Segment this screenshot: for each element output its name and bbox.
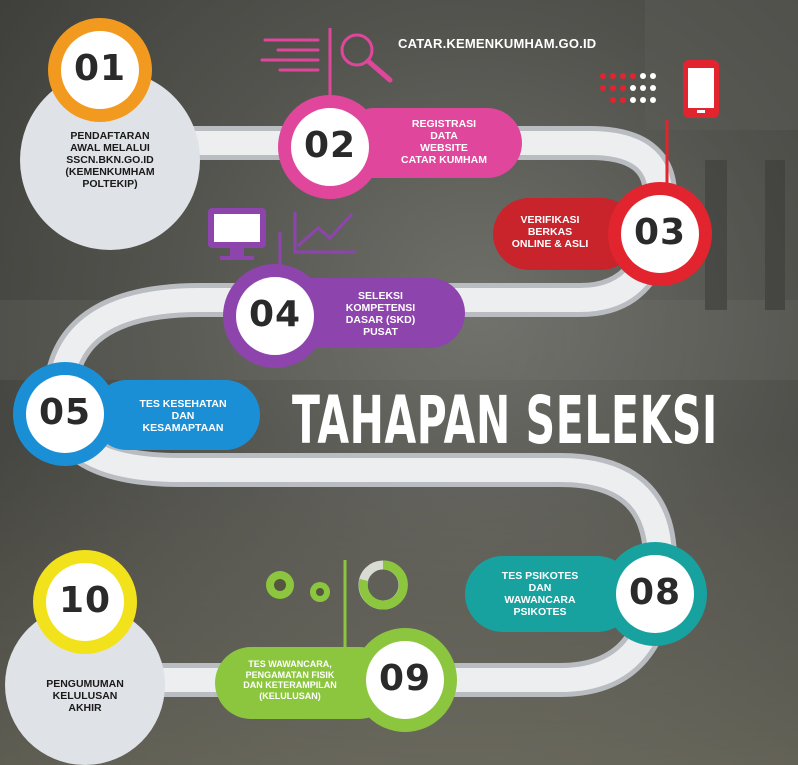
magnifier-icon — [340, 33, 393, 83]
step-number-02: 02 — [303, 125, 357, 166]
step-number-05: 05 — [38, 392, 92, 433]
pill-05 — [92, 380, 260, 450]
gears-icon — [266, 571, 330, 602]
step-label-09: TES WAWANCARA, PENGAMATAN FISIK DAN KETE… — [243, 659, 337, 701]
step-number-03: 03 — [633, 212, 687, 253]
step-label-01: PENDAFTARAN AWAL MELALUI SSCN.BKN.GO.ID … — [65, 130, 155, 190]
step-label-02: REGISTRASI DATA WEBSITE CATAR KUMHAM — [401, 118, 487, 166]
pill-02 — [340, 108, 522, 178]
step-label-04: SELEKSI KOMPETENSI DASAR (SKD) PUSAT — [345, 290, 416, 338]
step-number-10: 10 — [58, 580, 112, 621]
dots-icon — [600, 73, 656, 103]
step-number-04: 04 — [248, 294, 302, 335]
step-label-08: TES PSIKOTES DAN WAWANCARA PSIKOTES — [501, 570, 579, 618]
step-label-05: TES KESEHATAN DAN KESAMAPTAAN — [139, 398, 227, 434]
chart-icon — [293, 212, 356, 254]
phone-icon — [683, 60, 719, 118]
pill-08 — [465, 556, 635, 632]
progress-ring-icon — [358, 560, 408, 610]
disc-10 — [5, 605, 165, 765]
pill-03 — [493, 198, 637, 270]
pill-09 — [215, 647, 395, 719]
website-url: CATAR.KEMENKUMHAM.GO.ID — [398, 36, 597, 51]
step-label-10: PENGUMUMAN KELULUSAN AKHIR — [46, 678, 124, 714]
badges — [13, 18, 712, 732]
page-title: TAHAPAN SELEKSI — [292, 382, 718, 459]
step-label-03: VERIFIKASI BERKAS ONLINE & ASLI — [511, 214, 589, 250]
step-number-01: 01 — [73, 48, 127, 89]
step-number-09: 09 — [378, 658, 432, 699]
monitor-icon — [208, 208, 266, 260]
disc-01 — [20, 70, 200, 250]
step-number-08: 08 — [628, 572, 682, 613]
list-icon — [260, 38, 320, 72]
